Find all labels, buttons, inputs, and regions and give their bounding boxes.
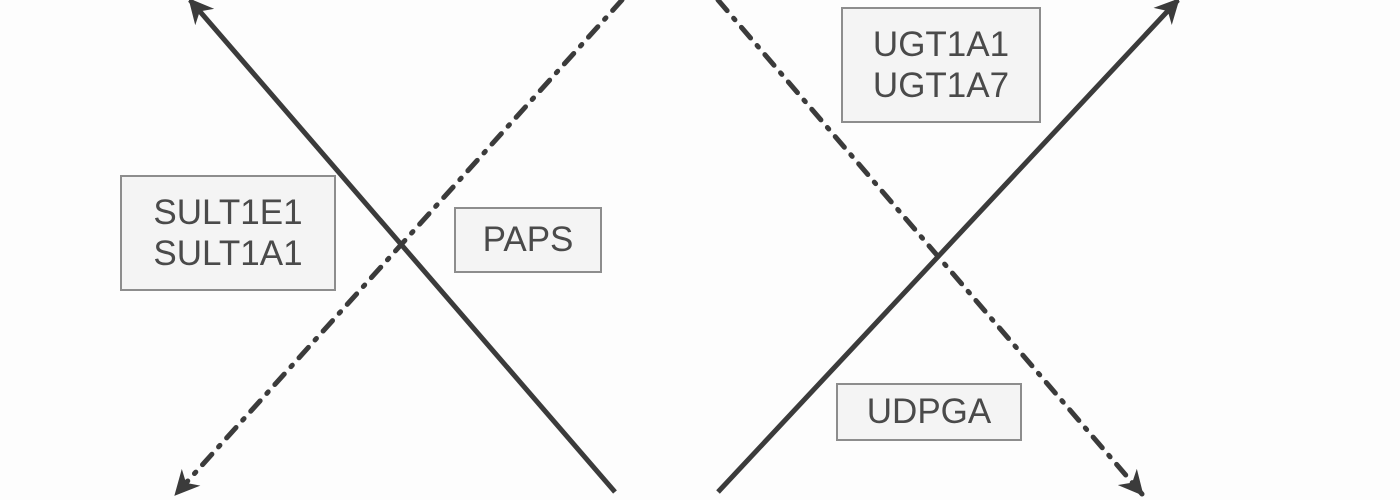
sult1e1-label: SULT1E1 [153,192,303,232]
udpga-cofactor-box: UDPGA [836,383,1022,441]
paps-cofactor-box: PAPS [454,207,602,273]
left-dash-dot-arrow [173,0,625,497]
sulfotransferase-enzyme-box: SULT1E1 SULT1A1 [120,175,336,291]
ugt1a7-label: UGT1A7 [872,66,1010,105]
paps-label: PAPS [482,220,574,260]
ugt-enzyme-box: UGT1A1 UGT1A7 [841,7,1041,123]
sult1a1-label: SULT1A1 [153,234,303,273]
udpga-label: UDPGA [866,392,992,432]
right-dash-dot-arrow [715,0,1145,497]
right-solid-arrow [716,0,1180,494]
ugt1a1-label: UGT1A1 [872,24,1010,64]
